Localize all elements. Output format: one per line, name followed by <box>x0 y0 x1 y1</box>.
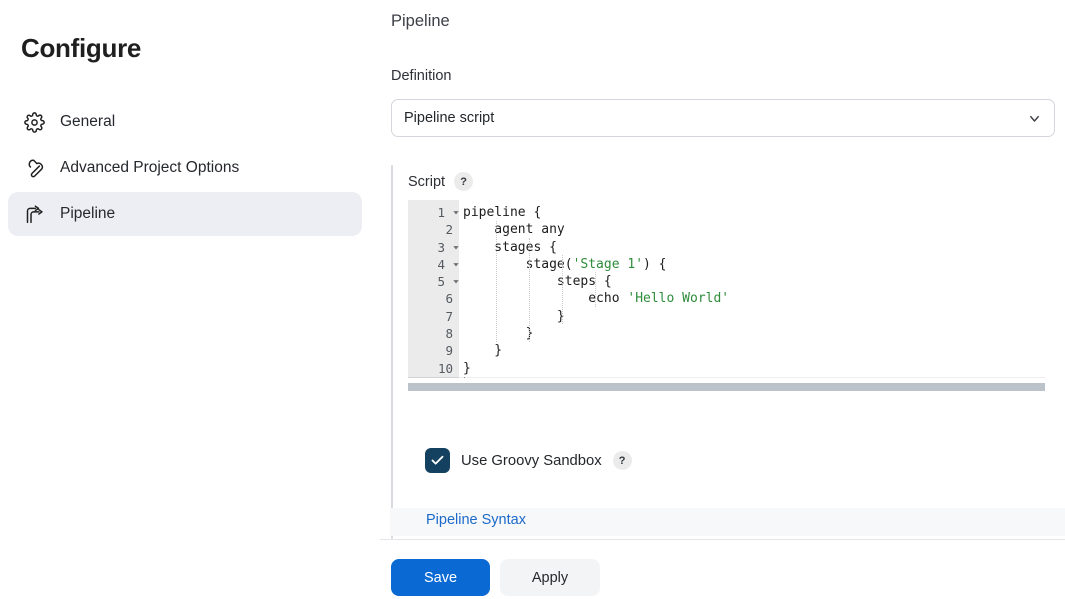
script-header: Script ? <box>408 172 474 191</box>
sidebar-item-general[interactable]: General <box>8 100 362 144</box>
groovy-sandbox-checkbox[interactable] <box>425 448 450 473</box>
code-line-4[interactable]: stage('Stage 1') { <box>463 256 667 272</box>
sidebar-item-label: General <box>60 113 116 130</box>
script-help-icon[interactable]: ? <box>454 172 474 191</box>
groovy-sandbox-label: Use Groovy Sandbox <box>461 452 602 469</box>
fold-arrow-icon[interactable] <box>451 208 460 217</box>
definition-selected-value: Pipeline script <box>404 110 495 126</box>
page-title: Configure <box>21 33 142 63</box>
gutter-line-4[interactable]: 4 <box>408 256 459 273</box>
chevron-down-icon <box>1026 110 1042 126</box>
gutter-line-10: 10 <box>437 360 453 376</box>
gutter-line-1[interactable]: 1 <box>408 204 459 221</box>
sidebar-nav: General Advanced Project Options <box>8 100 362 238</box>
wrench-icon <box>22 156 46 180</box>
gear-icon <box>22 110 46 134</box>
code-line-11[interactable] <box>459 376 1045 378</box>
gutter-line-5[interactable]: 5 <box>408 273 459 290</box>
sidebar-item-pipeline[interactable]: Pipeline <box>8 192 362 236</box>
code-line-9[interactable]: } <box>463 343 503 359</box>
definition-select[interactable]: Pipeline script <box>391 99 1055 137</box>
code-line-10[interactable]: } <box>463 360 471 376</box>
script-label: Script <box>408 173 446 190</box>
groovy-sandbox-row: Use Groovy Sandbox ? <box>425 448 632 473</box>
sidebar: Configure General Advan <box>0 0 380 599</box>
gutter-line-3[interactable]: 3 <box>408 239 459 256</box>
gutter-line-9: 9 <box>445 343 453 359</box>
bottom-divider <box>380 539 1065 540</box>
apply-button[interactable]: Apply <box>500 559 600 596</box>
fold-arrow-icon[interactable] <box>451 243 460 252</box>
sidebar-item-label: Advanced Project Options <box>60 159 240 176</box>
code-line-3[interactable]: stages { <box>463 239 557 255</box>
fold-arrow-icon[interactable] <box>451 277 460 286</box>
gutter-line-11: 11 <box>408 376 459 378</box>
save-button[interactable]: Save <box>391 559 490 596</box>
sidebar-item-advanced-project-options[interactable]: Advanced Project Options <box>8 146 362 190</box>
pipeline-icon <box>22 202 46 226</box>
editor-code-area[interactable]: pipeline { agent any stages { stage('Sta… <box>459 200 1045 378</box>
code-line-7[interactable]: } <box>463 308 565 324</box>
form-actions: Save Apply <box>391 559 600 596</box>
gutter-line-7: 7 <box>445 308 453 324</box>
code-line-6[interactable]: echo 'Hello World' <box>463 291 730 307</box>
sidebar-item-label: Pipeline <box>60 205 116 222</box>
section-title: Pipeline <box>391 12 450 30</box>
code-line-2[interactable]: agent any <box>463 222 565 238</box>
script-section-rail <box>391 165 393 539</box>
editor-horizontal-scrollbar[interactable] <box>408 383 1045 391</box>
fold-arrow-icon[interactable] <box>451 260 460 269</box>
gutter-line-8: 8 <box>445 326 453 342</box>
pipeline-syntax-link[interactable]: Pipeline Syntax <box>426 512 526 528</box>
code-line-8[interactable]: } <box>463 326 534 342</box>
groovy-sandbox-help-icon[interactable]: ? <box>612 451 632 470</box>
main-content: Pipeline Definition Pipeline script Scri… <box>380 0 1065 599</box>
text-caret <box>464 376 465 378</box>
gutter-line-6: 6 <box>445 291 453 307</box>
definition-label: Definition <box>391 68 452 84</box>
code-line-5[interactable]: steps { <box>463 274 612 290</box>
bottom-strip <box>390 508 1065 536</box>
gutter-line-2: 2 <box>445 222 453 238</box>
code-line-1[interactable]: pipeline { <box>463 205 542 220</box>
